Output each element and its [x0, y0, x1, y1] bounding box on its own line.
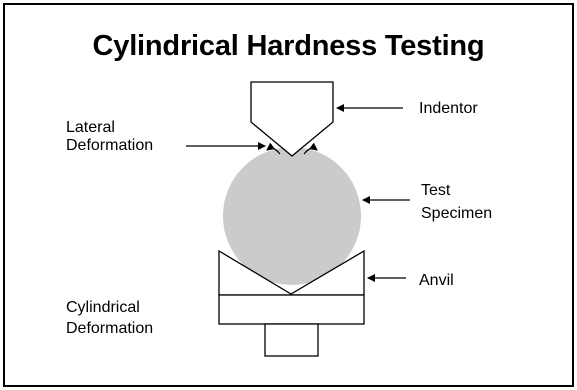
- indentor-label: Indentor: [419, 100, 478, 117]
- cylindrical-deformation-label-line1: Cylindrical: [66, 299, 140, 316]
- cylindrical-deformation-label-line2: Deformation: [66, 320, 154, 337]
- lateral-deformation-curl-left: [266, 142, 281, 155]
- diagram-title: Cylindrical Hardness Testing: [92, 30, 485, 62]
- lateral-deformation-label-line1: Lateral: [66, 119, 115, 136]
- anvil-v-block: [218, 249, 365, 296]
- lateral-deformation-label-line2: Deformation: [66, 137, 154, 154]
- test-specimen-label-line2: Specimen: [421, 205, 493, 222]
- anvil-base-plate: [218, 294, 365, 325]
- test-specimen-circle: [223, 147, 361, 285]
- diagram-frame: [3, 3, 574, 387]
- indentor-shape: [250, 81, 334, 157]
- test-specimen-label-line1: Test: [421, 182, 451, 199]
- lateral-deformation-curl-right: [303, 142, 318, 155]
- anvil-label: Anvil: [419, 272, 454, 289]
- anvil-stem: [264, 323, 319, 357]
